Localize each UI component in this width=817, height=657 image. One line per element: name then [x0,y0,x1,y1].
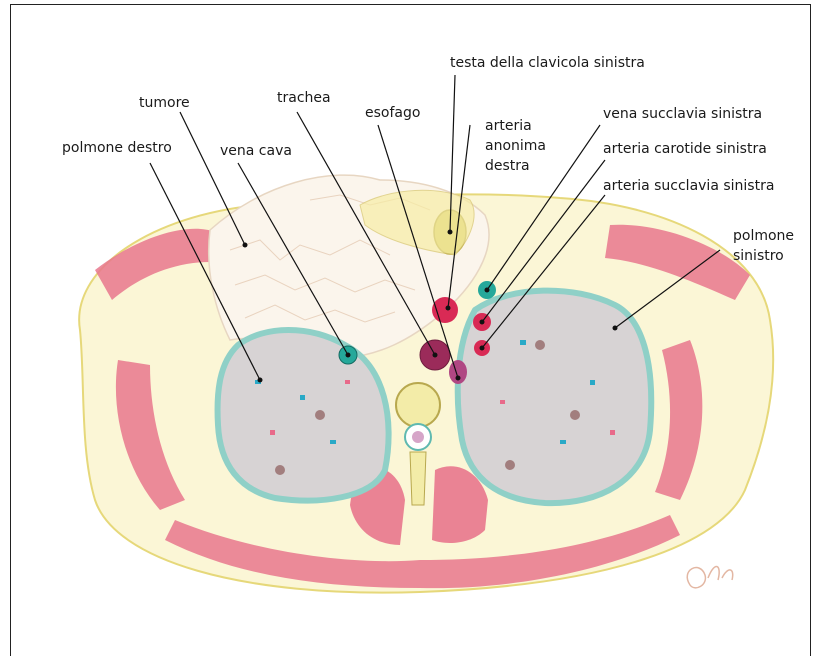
spinous-process [410,452,426,505]
label-arteria-carotide: arteria carotide sinistra [603,141,767,157]
label-arteria-anonima-1: arteria [485,118,532,134]
label-polmone-sinistro-2: sinistro [733,248,784,264]
spinal-cord [412,431,424,443]
label-esofago: esofago [365,105,420,121]
label-polmone-destro: polmone destro [62,140,172,156]
label-testa-clavicola: testa della clavicola sinistra [450,55,645,71]
label-trachea: trachea [277,90,331,106]
label-vena-cava: vena cava [220,143,292,159]
label-polmone-sinistro-1: polmone [733,228,794,244]
label-arteria-anonima-2: anonima [485,138,546,154]
label-arteria-succlavia: arteria succlavia sinistra [603,178,774,194]
label-vena-succlavia: vena succlavia sinistra [603,106,762,122]
vertebral-body [396,383,440,427]
artist-signature [687,566,732,587]
right-lung [218,330,389,501]
label-arteria-anonima-3: destra [485,158,530,174]
label-tumore: tumore [139,95,190,111]
